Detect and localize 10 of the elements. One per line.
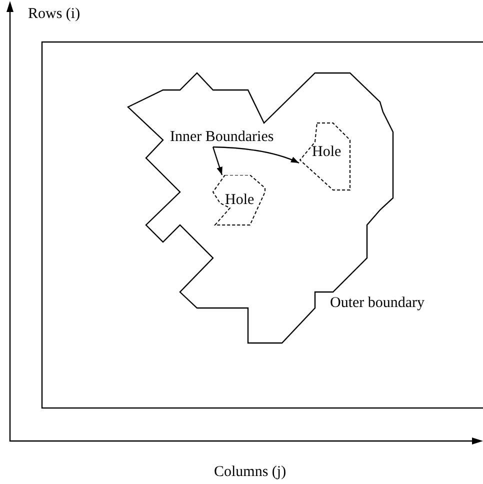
axis-label: Rows (i)	[28, 6, 80, 23]
boundary-label: Inner Boundaries	[170, 128, 300, 147]
axis-label: Columns (j)	[214, 464, 286, 481]
hole-label: Hole	[225, 192, 254, 209]
hole-label: Hole	[312, 144, 342, 161]
boundary-label: Outer boundary	[330, 295, 425, 312]
arrow	[212, 146, 300, 164]
hole-outline	[212, 175, 266, 226]
hole-outline	[299, 122, 351, 191]
arrow	[212, 146, 223, 176]
